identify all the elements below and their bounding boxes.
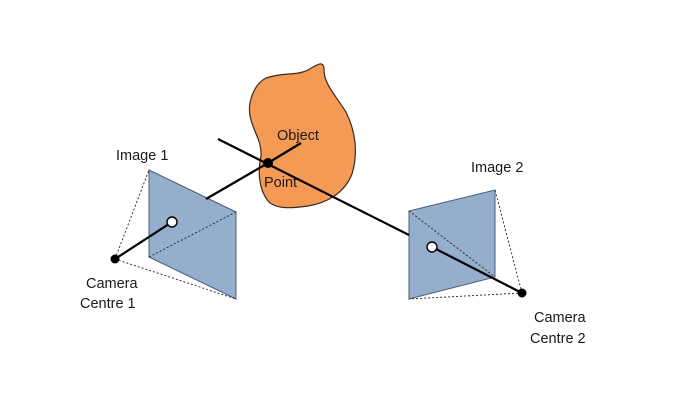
image-1-label: Image 1 — [116, 148, 168, 164]
ray-camera-2 — [217, 138, 523, 294]
camera-centre-1-label-line2: Centre 1 — [80, 296, 136, 312]
image-2-label: Image 2 — [471, 160, 523, 176]
object-blob — [248, 63, 356, 209]
frustum-camera-2 — [408, 189, 523, 300]
camera-centre-1-label-line1: Camera — [86, 276, 139, 292]
image-point-1 — [166, 216, 178, 228]
camera-centre-2-label-line1: Camera — [534, 310, 587, 326]
image-point-2 — [426, 241, 438, 253]
point-label: Point — [264, 175, 297, 191]
object-point-marker — [263, 158, 273, 168]
image-plane-2 — [408, 189, 496, 300]
frustum-camera-1 — [114, 169, 237, 300]
ray-camera-1 — [114, 142, 302, 260]
camera-centre-2-label-line2: Centre 2 — [530, 331, 586, 347]
camera-centre-1-marker — [110, 254, 120, 264]
object-label: Object — [277, 128, 319, 144]
camera-centre-2-marker — [517, 288, 527, 298]
